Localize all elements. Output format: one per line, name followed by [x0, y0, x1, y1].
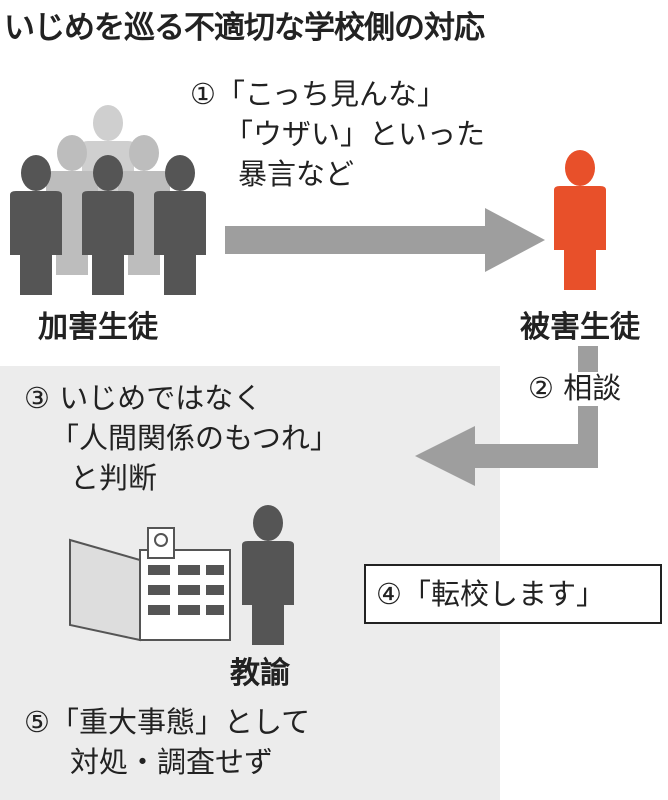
- step5-line: ⑤「重大事態」として: [24, 705, 311, 739]
- step1-line: 暴言など: [238, 157, 355, 191]
- step2-text: ② 相談: [528, 371, 622, 405]
- teacher-person-icon: [242, 505, 294, 645]
- step1-line: ①「こっち見んな」: [190, 77, 446, 111]
- step1-text: ①「こっち見んな」 「ウザい」といった 暴言など: [190, 74, 485, 194]
- connector: [578, 346, 598, 372]
- victim-label: 被害生徒: [520, 310, 640, 345]
- victim-person-icon: [554, 150, 606, 290]
- step3-line: 「人間関係のもつれ」: [50, 421, 339, 455]
- step4-text: ④「転校します」: [376, 577, 605, 611]
- perpetrators-group-icon: [10, 105, 206, 295]
- arrow-to-school: [415, 406, 598, 486]
- title: いじめを巡る不適切な学校側の対応: [4, 10, 485, 46]
- step4-box: ④「転校します」: [364, 564, 662, 624]
- step5-text: ⑤「重大事態」として 対処・調査せず: [24, 702, 310, 782]
- school-building-icon: [69, 527, 231, 642]
- step3-line: ③ いじめではなく: [24, 381, 263, 415]
- step5-line: 対処・調査せず: [70, 745, 274, 779]
- step3-text: ③ いじめではなく 「人間関係のもつれ」 と判断: [24, 378, 339, 498]
- teacher-label: 教諭: [230, 656, 290, 691]
- step3-line: と判断: [70, 461, 158, 495]
- step1-line: 「ウザい」といった: [224, 117, 486, 151]
- perpetrators-label: 加害生徒: [38, 310, 158, 345]
- arrow-to-victim: [225, 208, 545, 272]
